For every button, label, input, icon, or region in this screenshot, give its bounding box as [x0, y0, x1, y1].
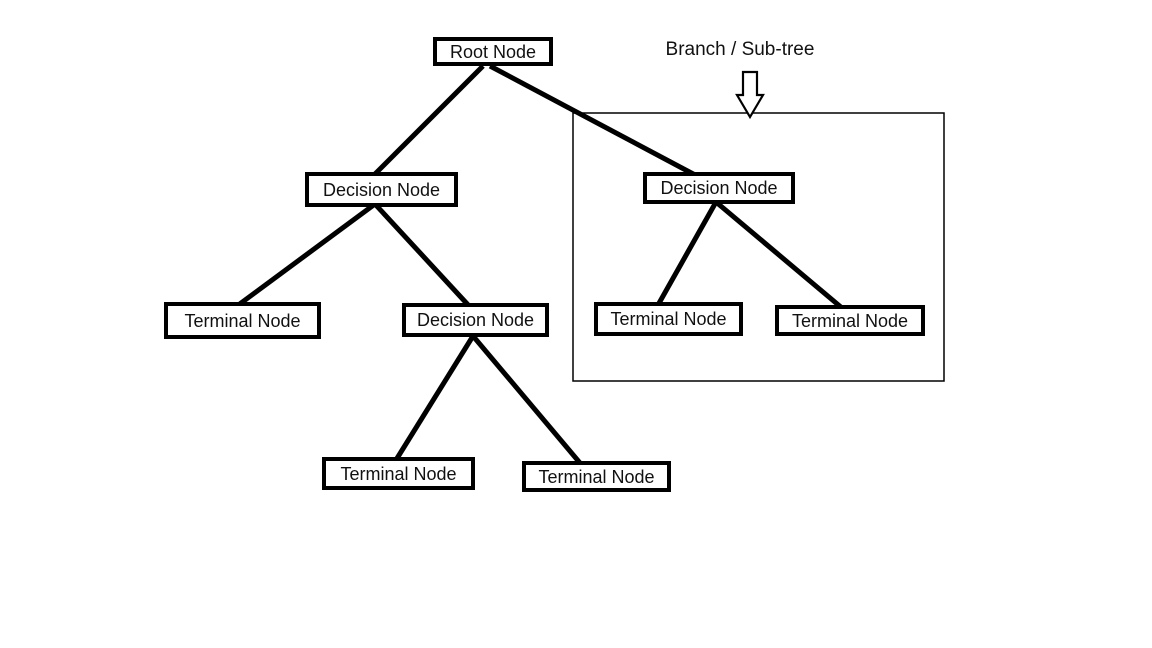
edge-decisionleft-to-decision-mid	[373, 202, 472, 309]
subtree-boundary-rect	[572, 112, 945, 382]
edge-decisionleft-to-terminal-farleft	[235, 201, 377, 309]
edge-root-to-decision-right	[488, 63, 699, 179]
edge-decisionright-to-terminal-subleft	[655, 200, 719, 307]
node-decision-right: Decision Node	[643, 172, 795, 204]
subtree-annotation-label: Branch / Sub-tree	[665, 39, 815, 60]
down-arrow-icon	[735, 70, 765, 120]
edge-decisionmid-to-terminal-botright	[471, 334, 582, 465]
node-terminal-sub-right: Terminal Node	[775, 305, 925, 336]
edge-decisionright-to-terminal-subright	[714, 200, 844, 310]
node-terminal-sub-left: Terminal Node	[594, 302, 743, 336]
edge-root-to-decision-left	[372, 64, 485, 177]
node-terminal-bottom-right: Terminal Node	[522, 461, 671, 492]
node-root: Root Node	[433, 37, 553, 66]
node-decision-mid: Decision Node	[402, 303, 549, 337]
node-terminal-bottom-left: Terminal Node	[322, 457, 475, 490]
edge-decisionmid-to-terminal-botleft	[393, 334, 476, 462]
node-terminal-far-left: Terminal Node	[164, 302, 321, 339]
node-decision-left: Decision Node	[305, 172, 458, 207]
